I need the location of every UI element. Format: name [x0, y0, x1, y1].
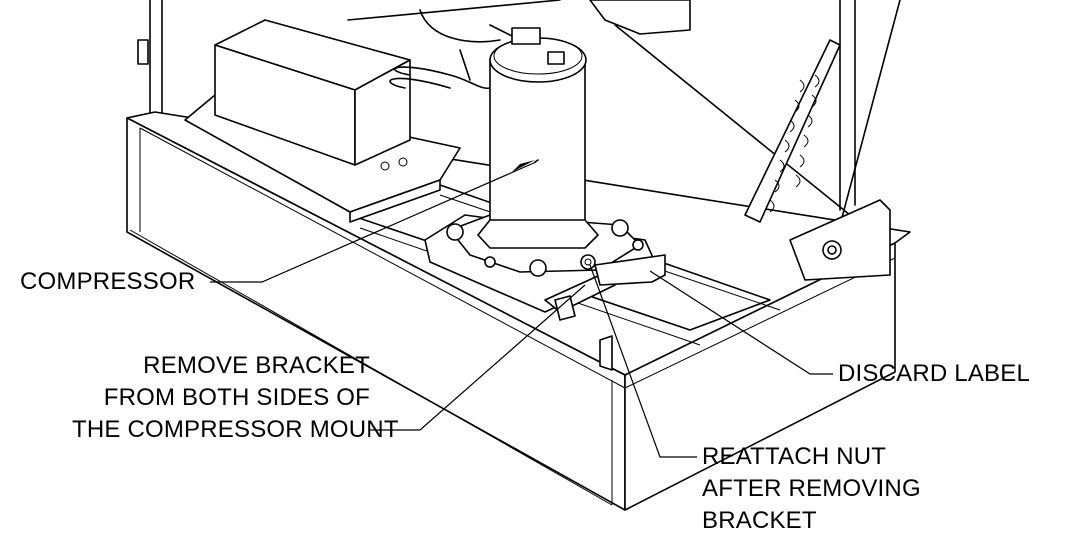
shipping-label [594, 254, 666, 286]
piping [389, 9, 521, 90]
reattach-nut-label: REATTACH NUT AFTER REMOVING BRACKET [702, 441, 921, 537]
remove-bracket-line-1: REMOVE BRACKET [143, 352, 370, 379]
leader-lines [210, 161, 833, 458]
condenser-coil [744, 39, 891, 281]
reattach-nut-line-1: REATTACH NUT [702, 443, 887, 470]
remove-bracket-line-2: FROM BOTH SIDES OF [103, 384, 370, 411]
discard-label-callout: DISCARD LABEL [838, 360, 1030, 387]
remove-bracket-line-3: THE COMPRESSOR MOUNT [72, 416, 399, 443]
control-box [184, 19, 461, 223]
remove-bracket-label: REMOVE BRACKET FROM BOTH SIDES OF THE CO… [72, 350, 399, 446]
reattach-nut-line-3: BRACKET [702, 507, 817, 534]
reattach-nut-line-2: AFTER REMOVING [702, 475, 921, 502]
cabinet-frame [137, 0, 901, 226]
compressor-label: COMPRESSOR [20, 268, 196, 295]
compressor-shell [477, 27, 599, 249]
